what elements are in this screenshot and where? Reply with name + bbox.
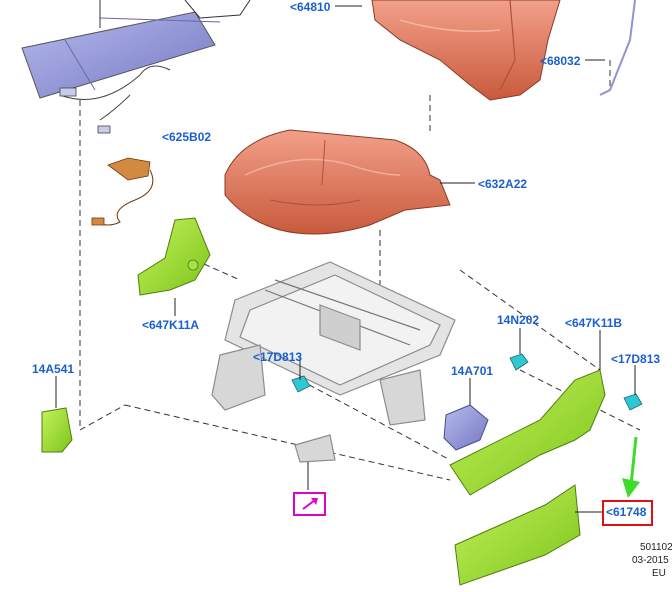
callout-68032[interactable]: <68032 <box>540 54 581 68</box>
callout-61748[interactable]: <61748 <box>606 505 647 519</box>
callout-632A22[interactable]: <632A22 <box>478 177 528 191</box>
callout-17D813-right[interactable]: <17D813 <box>611 352 661 366</box>
highlight-box <box>602 500 653 526</box>
wire-harness <box>91 157 154 226</box>
right-side-trim <box>449 369 606 496</box>
backrest-cushion <box>371 0 561 101</box>
callout-647K11B[interactable]: <647K11B <box>565 316 623 330</box>
diagram-region: EU <box>652 568 666 579</box>
heater-mat-back <box>21 0 251 134</box>
diagram-date: 03-2015 <box>632 555 669 566</box>
leader-lines <box>55 5 636 513</box>
cable-rod <box>599 0 636 96</box>
connectors <box>291 353 643 411</box>
diagram-code: 501102 <box>640 542 672 553</box>
left-side-trim <box>137 217 211 296</box>
arrow-up-right-icon[interactable] <box>293 492 326 516</box>
callout-14N202[interactable]: 14N202 <box>497 313 540 327</box>
callout-17D813-left[interactable]: <17D813 <box>253 350 303 364</box>
switch-module <box>443 404 489 451</box>
harness-block <box>41 407 73 453</box>
dashed-leaders <box>79 60 641 481</box>
callout-14A701[interactable]: 14A701 <box>451 364 494 378</box>
callout-625B02[interactable]: <625B02 <box>162 130 212 144</box>
callout-64810[interactable]: <64810 <box>290 0 331 14</box>
lower-trim <box>454 484 581 586</box>
arrow-up-right-glyph <box>302 498 318 510</box>
arrow-down-icon <box>622 436 640 498</box>
callout-14A541[interactable]: 14A541 <box>32 362 75 376</box>
seat-cushion <box>224 129 451 235</box>
callout-647K11A[interactable]: <647K11A <box>142 318 200 332</box>
seat-frame <box>211 261 456 463</box>
